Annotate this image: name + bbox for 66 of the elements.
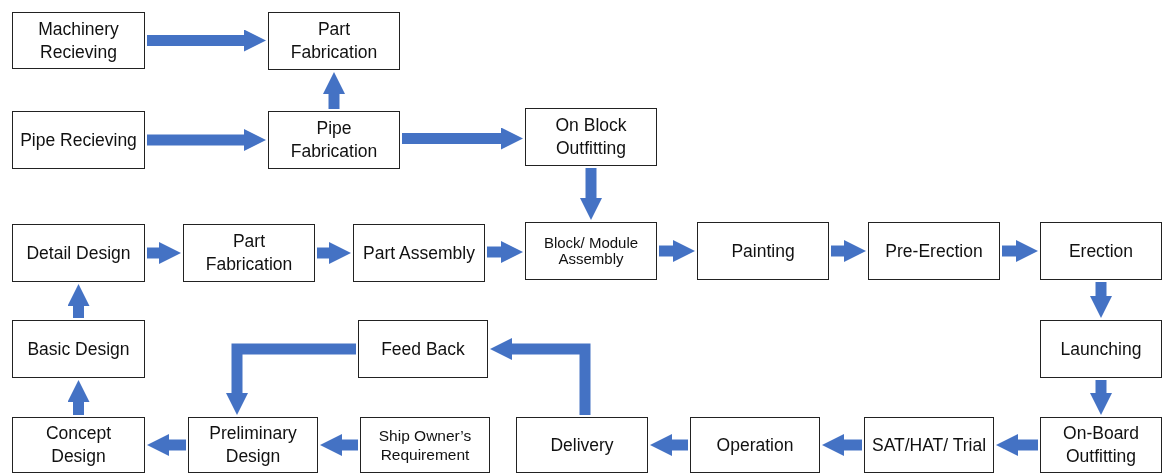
step-label: Pre-Erection (885, 239, 983, 263)
block-arrow (147, 129, 266, 151)
block-arrow (1002, 240, 1038, 262)
block-arrow (996, 434, 1038, 456)
process-box (268, 12, 400, 70)
block-arrow (317, 242, 351, 264)
process-box (12, 111, 145, 169)
process-box (868, 222, 1000, 280)
step-label: Machinery Recieving (37, 17, 120, 64)
process-box (12, 224, 145, 282)
block-arrow (822, 434, 862, 456)
block-arrow (320, 434, 358, 456)
process-box (697, 222, 829, 280)
process-box (353, 224, 485, 282)
step-label: SAT/HAT/ Trial (871, 433, 987, 457)
process-box (1040, 320, 1162, 378)
block-arrow (487, 241, 523, 263)
block-arrow (650, 434, 688, 456)
block-arrow (147, 434, 186, 456)
step-label: On Block Outfitting (554, 114, 628, 160)
block-arrow (323, 72, 345, 109)
step-label: Part Fabrication (204, 230, 294, 276)
process-box (12, 320, 145, 378)
step-label: Ship Owner’s Requirement (377, 425, 473, 465)
step-label: Painting (731, 239, 795, 263)
process-box (183, 224, 315, 282)
step-label: Pipe Fabrication (289, 117, 379, 163)
process-box (525, 222, 657, 280)
step-label: Part Assembly (363, 241, 475, 265)
block-arrow (402, 127, 523, 150)
step-label: Preliminary Design (208, 422, 298, 468)
step-label: Delivery (550, 433, 614, 457)
block-arrow (67, 380, 90, 415)
block-arrow (831, 240, 866, 262)
block-arrow (226, 343, 356, 415)
process-box (188, 417, 318, 473)
process-box (516, 417, 648, 473)
block-arrow (147, 242, 181, 264)
process-box (864, 417, 994, 473)
step-label: Launching (1060, 337, 1142, 361)
block-arrow (67, 284, 90, 318)
step-label: Feed Back (381, 337, 465, 361)
step-label: Block/ Module Assembly (542, 234, 640, 268)
process-box (1040, 222, 1162, 280)
process-box (12, 417, 145, 473)
block-arrow (147, 29, 266, 52)
step-label: Operation (716, 433, 794, 457)
step-label: Erection (1068, 239, 1134, 263)
block-arrow (1090, 380, 1112, 415)
step-label: Basic Design (27, 337, 130, 361)
block-arrow (1090, 282, 1112, 318)
step-label: Concept Design (44, 422, 113, 468)
step-label: Pipe Recieving (20, 128, 137, 152)
step-label: Detail Design (26, 241, 131, 265)
process-box (268, 111, 400, 169)
process-box (360, 417, 490, 473)
block-arrow (659, 240, 695, 262)
step-label: Part Fabrication (289, 18, 379, 64)
process-box (358, 320, 488, 378)
step-label: On-Board Outfitting (1062, 422, 1140, 468)
block-arrow (490, 338, 591, 415)
process-box (690, 417, 820, 473)
process-box (12, 12, 145, 69)
block-arrow (580, 168, 602, 220)
process-box (525, 108, 657, 166)
process-box (1040, 417, 1162, 473)
